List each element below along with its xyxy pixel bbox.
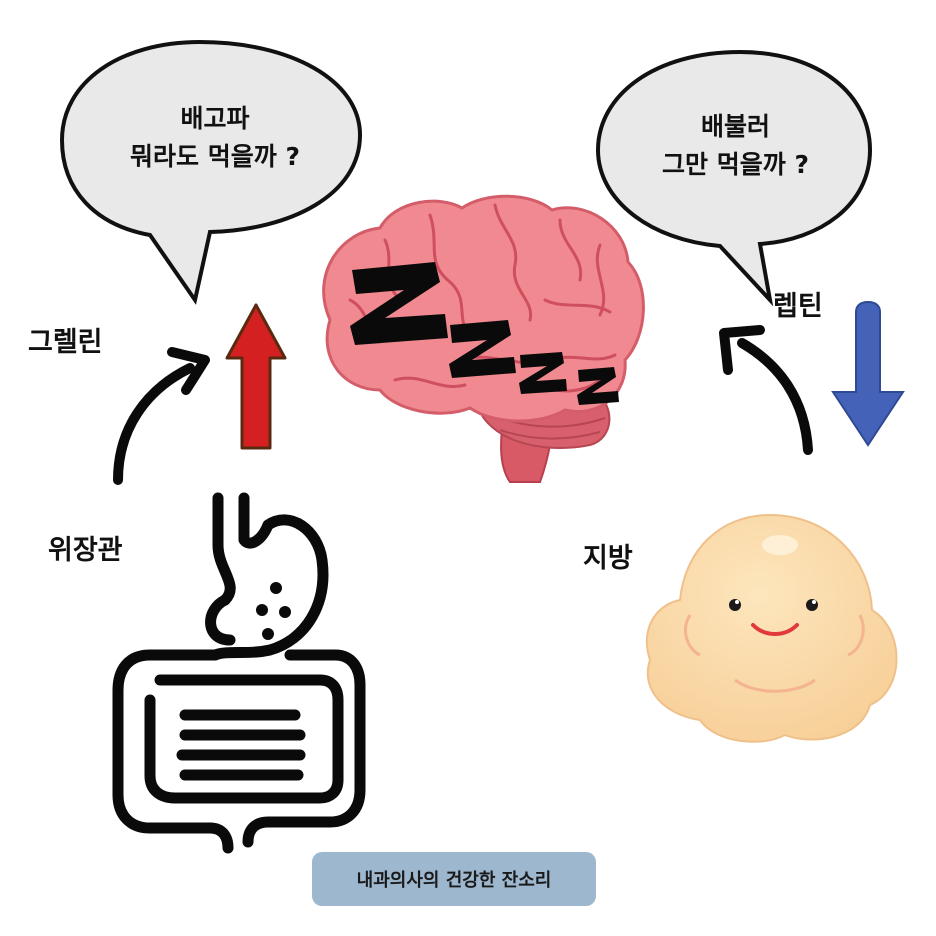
blue-down-arrow-icon xyxy=(831,300,905,447)
left-bubble-text: 배고파 뭐라도 먹을까 ? xyxy=(90,100,340,176)
left-bubble-line2: 뭐라도 먹을까 ? xyxy=(130,142,300,171)
right-speech-bubble xyxy=(595,49,873,307)
right-bubble-line1: 배불러 xyxy=(700,112,770,141)
digestive-tract-icon xyxy=(112,492,366,854)
caption-badge: 내과의사의 건강한 잔소리 xyxy=(312,852,596,906)
ghrelin-label: 그렐린 xyxy=(28,327,103,358)
gut-label: 위장관 xyxy=(48,535,123,566)
right-bubble-line2: 그만 먹을까 ? xyxy=(662,150,809,179)
leptin-label: 렙틴 xyxy=(773,291,823,322)
red-up-arrow-icon xyxy=(225,303,287,450)
stomach-dots-icon xyxy=(256,582,291,640)
leptin-curved-arrow-icon xyxy=(719,325,813,455)
ghrelin-curved-arrow-icon xyxy=(113,347,210,485)
sleeping-brain-icon xyxy=(322,194,645,483)
fat-label: 지방 xyxy=(583,543,633,574)
fat-blob-icon xyxy=(645,513,898,743)
right-bubble-text: 배불러 그만 먹을까 ? xyxy=(618,108,853,184)
left-bubble-line1: 배고파 xyxy=(180,104,250,133)
left-speech-bubble xyxy=(59,39,363,305)
